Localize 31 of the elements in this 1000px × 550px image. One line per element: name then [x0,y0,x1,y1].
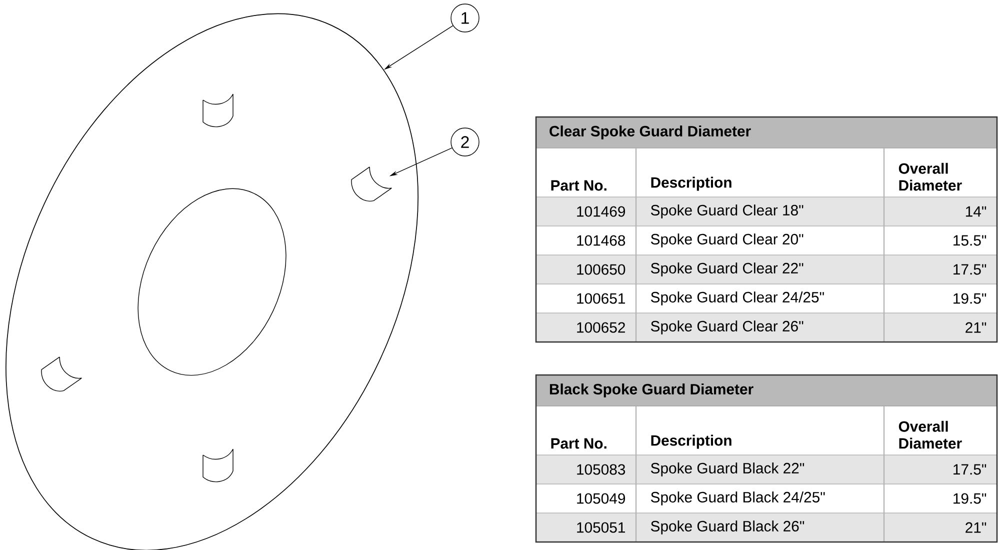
table-cell: 19.5" [884,284,998,313]
table-cell: 15.5" [884,226,998,255]
table-cell: 19.5" [884,484,998,513]
column-header: Description [651,434,732,449]
column-header: Description [651,176,732,191]
callout-number: 2 [450,128,480,156]
table-cell: 21" [884,512,998,542]
spoke-guard-drawing [6,13,418,550]
table-cell: 14" [884,196,998,226]
column-header: Overall Diameter [898,162,962,191]
column-header: Overall Diameter [898,420,962,449]
table-cell: 105051 [536,512,636,542]
table-cell: 21" [884,312,998,342]
table-title: Black Spoke Guard Diameter [536,374,997,406]
table-cell: 100651 [536,284,636,313]
table-title: Clear Spoke Guard Diameter [536,116,997,148]
table-cell: 17.5" [884,254,998,284]
table-cell: 101468 [536,226,636,255]
column-header: Part No. [551,438,606,449]
table-cell: 105049 [536,484,636,513]
table-cell: 101469 [536,196,636,226]
table-cell: 100652 [536,312,636,342]
callout-number: 1 [450,4,480,32]
table-cell: 100650 [536,254,636,284]
column-header: Part No. [551,180,606,191]
table-cell: Spoke Guard Clear 20" [636,226,884,255]
table-cell: Spoke Guard Black 24/25" [636,484,884,513]
table-cell: Spoke Guard Clear 24/25" [636,284,884,313]
clip-drawing [351,166,392,202]
table-cell: 105083 [536,454,636,484]
table-cell: 17.5" [884,454,998,484]
